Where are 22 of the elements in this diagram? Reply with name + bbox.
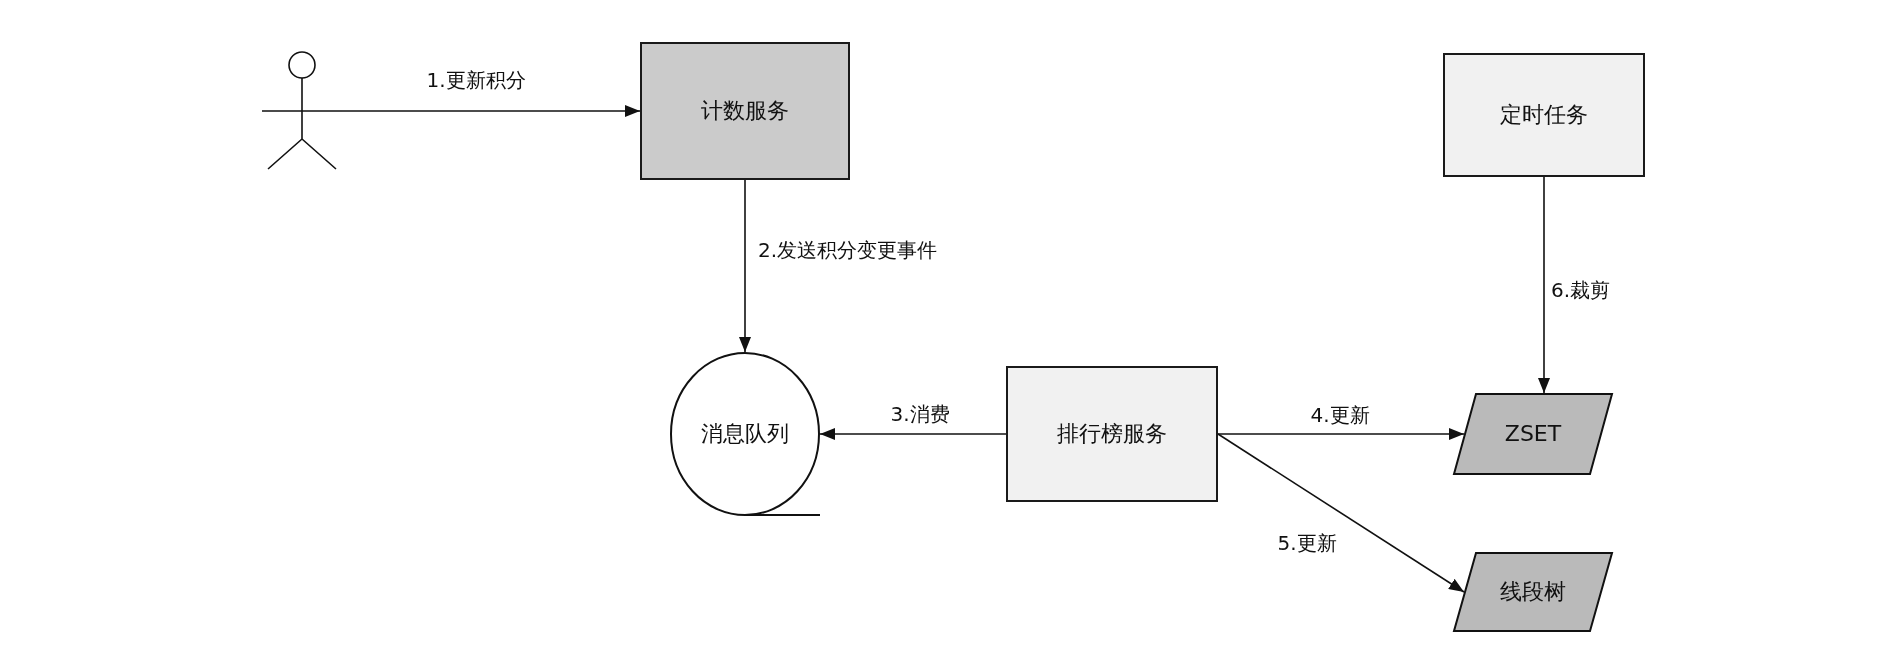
arrow [1217,433,1465,593]
node-label: 定时任务 [1500,101,1588,129]
queue-circle [670,352,820,516]
node-label: 计数服务 [701,97,789,125]
arrow [819,428,1007,440]
node-label: 线段树 [1500,578,1566,606]
data-parallelogram [1453,393,1613,475]
arrow [341,105,641,117]
node-label: 消息队列 [701,420,789,448]
arrow [739,179,751,353]
arrow [1538,176,1550,394]
edge-label: 6.裁剪 [1549,278,1613,302]
process-box [640,42,850,180]
node-label: 排行榜服务 [1057,420,1167,448]
arrow [1217,428,1465,440]
edge-label: 2.发送积分变更事件 [756,238,940,262]
node-label: ZSET [1504,420,1562,448]
data-parallelogram [1453,552,1613,632]
process-box [1006,366,1218,502]
person-icon [262,51,342,171]
edge-label: 4.更新 [1308,403,1372,427]
process-box [1443,53,1645,177]
